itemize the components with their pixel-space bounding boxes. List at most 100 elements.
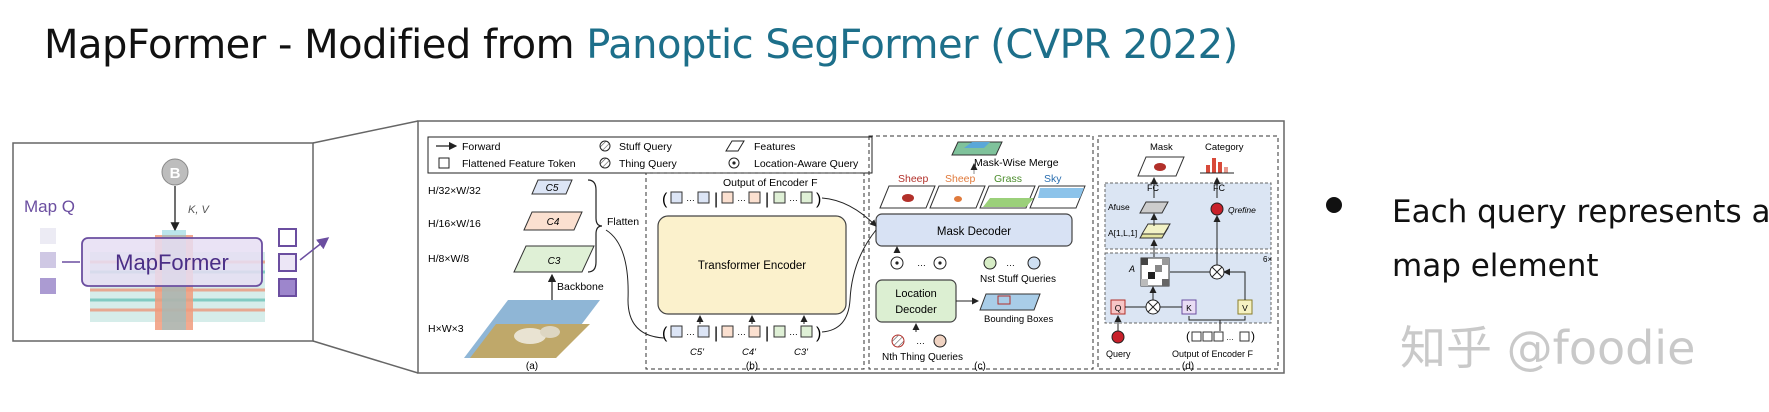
legend-features: Features (754, 141, 795, 153)
repeat-label: 6× (1263, 255, 1272, 264)
kv-label: K, V (188, 204, 210, 216)
c4-prime-label: C4' (742, 347, 757, 358)
b-node (161, 158, 189, 186)
k-box-label: K (1186, 303, 1192, 313)
merge-label: Mask-Wise Merge (974, 157, 1059, 169)
mapformer-block-label: MapFormer (115, 250, 229, 275)
svg-text:…: … (1226, 333, 1234, 342)
bullet-text: Each query represents a map element (1392, 194, 1769, 284)
b-node-label: B (170, 165, 181, 182)
legend-thing-query: Thing Query (619, 158, 678, 170)
caption-b: (b) (746, 361, 758, 372)
query-node (1111, 330, 1125, 344)
svg-text:|: | (765, 325, 769, 342)
svg-text:(: ( (1186, 329, 1190, 343)
svg-text:): ) (816, 191, 821, 208)
legend-flattened: Flattened Feature Token (462, 158, 576, 170)
bottom-token-row: ( … | … | … ) (662, 325, 821, 342)
mask-branch (1104, 182, 1272, 250)
svg-text:(: ( (662, 191, 668, 208)
svg-text:(: ( (662, 325, 668, 342)
v-box-label: V (1242, 303, 1248, 313)
encoder-top-label: Output of Encoder F (723, 177, 818, 189)
svg-text:…: … (737, 327, 746, 337)
c3-label: C3 (548, 256, 561, 267)
caption-d: (d) (1182, 361, 1194, 372)
encoder-output-row: ( … ) (1186, 329, 1255, 343)
legend-location-aware: Location-Aware Query (754, 158, 859, 170)
caption-a: (a) (526, 361, 538, 372)
svg-text:): ) (816, 325, 821, 342)
class-sheep-2: Sheep (945, 173, 976, 185)
query-square-2 (40, 252, 56, 268)
output-square-3 (278, 278, 297, 297)
flatten-label: Flatten (607, 216, 639, 228)
input-size-label: H×W×3 (428, 323, 464, 335)
svg-text:…: … (686, 193, 695, 203)
mask-decoder-label: Mask Decoder (937, 226, 1011, 238)
mask-label: Mask (1150, 142, 1173, 153)
class-sheep-1: Sheep (898, 173, 929, 185)
input-image (464, 300, 600, 358)
bullet-dot (1326, 197, 1342, 213)
transformer-encoder-block (657, 215, 847, 315)
thing-queries-label: Nth Thing Queries (882, 352, 963, 363)
q-refine-label: Qrefine (1228, 205, 1256, 215)
q-refine-node (1210, 202, 1224, 216)
class-grass: Grass (994, 173, 1022, 185)
map-q-label: Map Q (24, 197, 75, 216)
svg-text:…: … (789, 193, 798, 203)
watermark: 知乎 @foodie (1400, 321, 1696, 375)
category-label: Category (1205, 142, 1244, 153)
legend: Forward Flattened Feature Token Stuff Qu… (427, 136, 873, 174)
backbone-label: Backbone (557, 281, 604, 293)
query-label: Query (1106, 349, 1131, 359)
category-bars (1200, 158, 1234, 174)
query-square-1 (40, 228, 56, 244)
c4-label: C4 (547, 217, 560, 228)
stuff-queries-label: Nst Stuff Queries (980, 274, 1056, 285)
legend-forward: Forward (462, 141, 501, 153)
zoom-line-top (312, 120, 419, 144)
q-box-label: Q (1115, 303, 1122, 313)
top-token-row: ( … | … | … ) (662, 191, 821, 208)
feature-c5 (531, 179, 573, 195)
panel-d: Mask Category FC FC Afuse A[1,L,1] Qrefi… (1097, 135, 1279, 372)
svg-text:…: … (917, 258, 926, 268)
c5-label: C5 (546, 183, 559, 194)
legend-stuff-query: Stuff Query (619, 141, 673, 153)
output-arrow (299, 237, 330, 261)
svg-text:|: | (714, 325, 718, 342)
query-square-3 (40, 278, 56, 294)
c5-prime-label: C5' (690, 347, 705, 358)
svg-text:…: … (686, 327, 695, 337)
panel-c: Mask-Wise Merge Sheep Sheep Grass Sky Ma… (821, 135, 1094, 372)
zoom-line-bottom (312, 340, 419, 374)
level-label-3: H/8×W/8 (428, 253, 469, 265)
feature-c3 (513, 245, 595, 273)
title-prefix: MapFormer - Modified from (44, 22, 587, 68)
caption-c: (c) (974, 361, 986, 372)
svg-text:|: | (765, 191, 769, 208)
mapformer-block (81, 237, 263, 287)
a-fuse-label: Afuse (1108, 202, 1130, 212)
location-decoder-label-2: Decoder (895, 304, 937, 316)
level-label-2: H/16×W/16 (428, 218, 481, 230)
mapformer-panel: B K, V Map Q MapFormer (12, 120, 419, 374)
svg-text:): ) (1251, 329, 1255, 343)
title-highlight: Panoptic SegFormer (CVPR 2022) (586, 22, 1238, 68)
output-square-2 (278, 253, 297, 272)
panel-b: Output of Encoder F ( … | … | … ) Transf… (605, 172, 865, 372)
c3-prime-label: C3' (794, 347, 809, 358)
location-decoder-label-1: Location (895, 288, 937, 300)
svg-text:…: … (916, 336, 925, 346)
panel-a: H/32×W/32 H/16×W/16 H/8×W/8 C5 C4 C3 Bac… (428, 179, 639, 372)
output-square-1 (278, 228, 297, 247)
svg-text:…: … (789, 327, 798, 337)
bounding-boxes-label: Bounding Boxes (984, 314, 1053, 325)
svg-text:…: … (1006, 258, 1015, 268)
encoder-output-label: Output of Encoder F (1172, 349, 1254, 359)
fc-label-1: FC (1147, 183, 1159, 193)
a-label: A (1128, 264, 1135, 274)
